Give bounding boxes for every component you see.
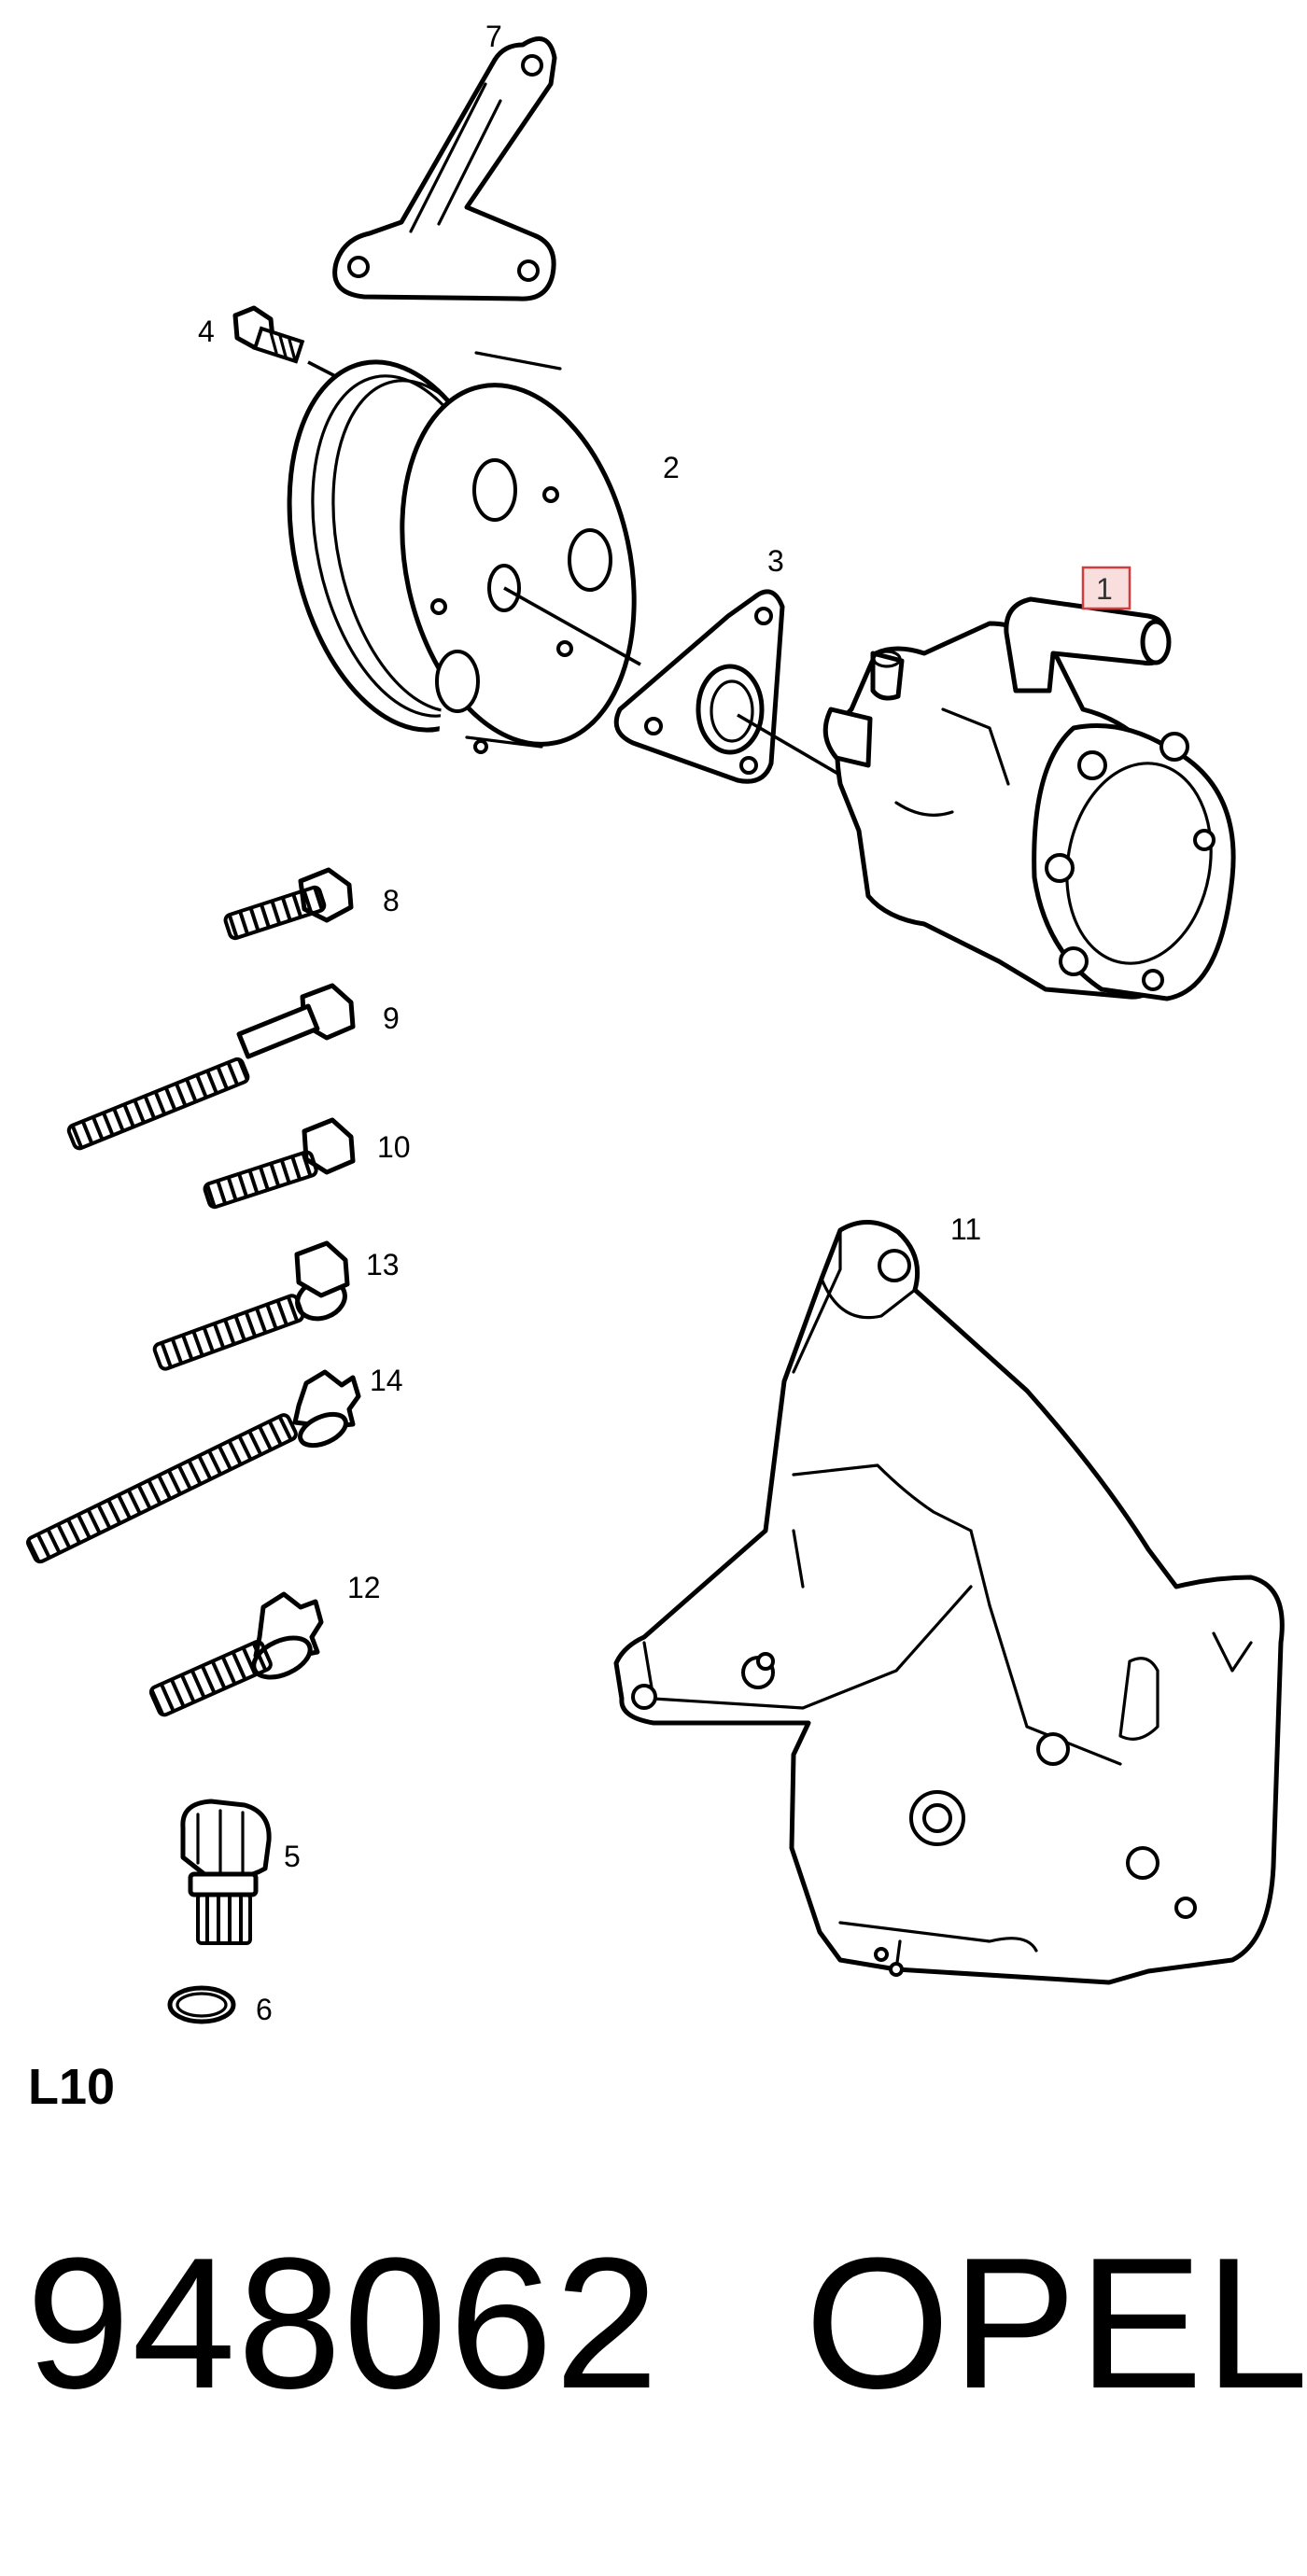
pulley-part-2 (287, 347, 637, 757)
callout-7: 7 (485, 20, 502, 53)
leader-line (503, 586, 641, 666)
plug-part-5 (180, 1799, 272, 1945)
bolt-part-10 (203, 1117, 356, 1210)
callout-3: 3 (767, 544, 784, 578)
bracket-part-7 (332, 36, 557, 301)
callout-13: 13 (366, 1248, 400, 1281)
callout-1-highlight-box (1081, 566, 1131, 610)
callout-12: 12 (347, 1571, 381, 1604)
bolt-part-13 (152, 1240, 350, 1371)
callout-2: 2 (663, 451, 680, 484)
exploded-parts-diagram: 1 2 3 4 5 6 7 8 9 10 11 12 13 14 (26, 20, 1285, 2026)
callout-11: 11 (950, 1212, 981, 1246)
bolt-part-14 (26, 1369, 361, 1564)
callout-1: 1 (1096, 572, 1113, 606)
bolt-part-4 (232, 305, 305, 364)
callout-5: 5 (284, 1840, 301, 1873)
callout-10: 10 (377, 1130, 411, 1164)
mounting-bracket-part-11 (613, 1220, 1285, 1985)
part-number: 948062 (26, 2219, 661, 2428)
callout-14: 14 (370, 1364, 403, 1397)
power-steering-pump-part-1 (822, 596, 1236, 1001)
flange-part-3 (613, 589, 785, 784)
o-ring-part-6 (167, 1985, 236, 2024)
callout-labels: 1 2 3 4 5 6 7 8 9 10 11 12 13 14 (198, 20, 1131, 2026)
bolt-part-9 (66, 983, 356, 1151)
callout-6: 6 (256, 1993, 273, 2026)
callout-8: 8 (383, 884, 400, 917)
brand-name: OPEL (805, 2219, 1307, 2428)
callout-4: 4 (198, 315, 215, 348)
group-code-label: L10 (28, 2059, 116, 2115)
callout-9: 9 (383, 1001, 400, 1035)
bolt-part-8 (223, 867, 354, 941)
bolt-part-12 (148, 1591, 324, 1717)
